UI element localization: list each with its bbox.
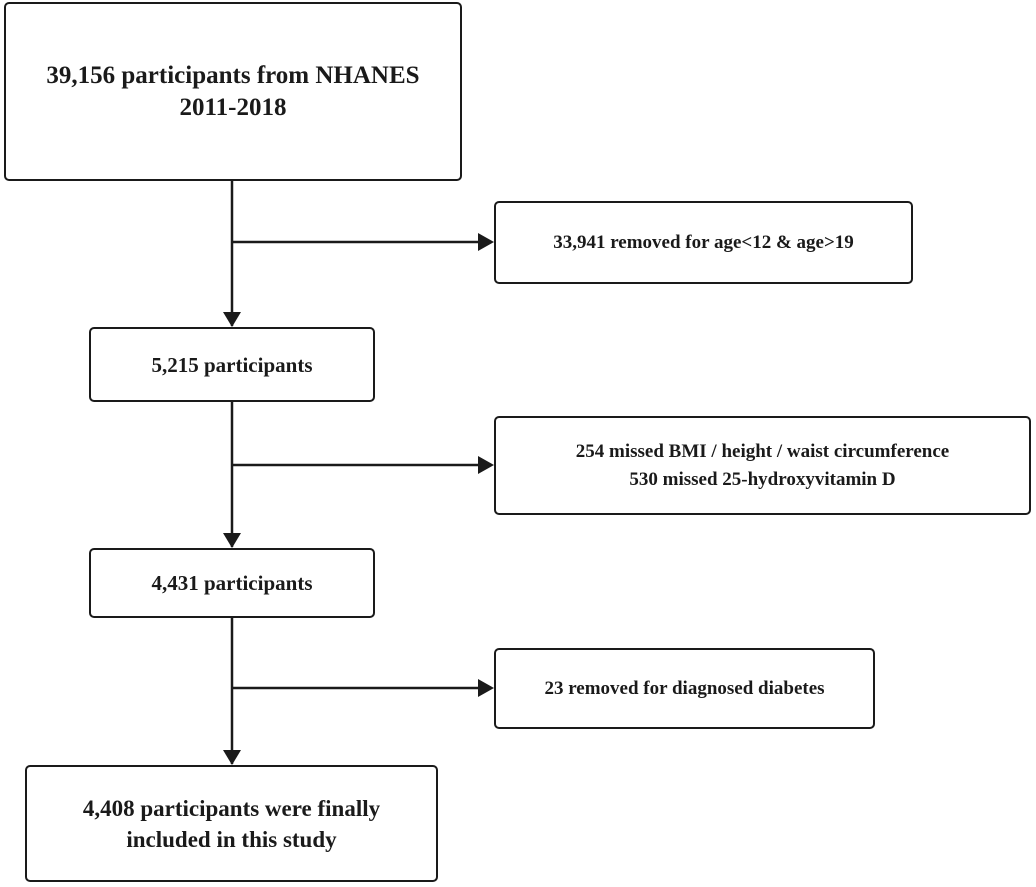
exclusion-box-missing-data: 254 missed BMI / height / waist circumfe… bbox=[494, 416, 1031, 515]
exclusion-box-diabetes: 23 removed for diagnosed diabetes bbox=[494, 648, 875, 729]
exclusion-box-age-text: 33,941 removed for age<12 & age>19 bbox=[553, 231, 854, 253]
participants-box-step2-text: 5,215 participants bbox=[151, 352, 313, 377]
final-box-line2: included in this study bbox=[126, 826, 337, 852]
final-box: 4,408 participants were finally included… bbox=[25, 765, 438, 882]
arrowhead-to-final bbox=[223, 750, 241, 765]
exclusion-box-missing-data-line1: 254 missed BMI / height / waist circumfe… bbox=[575, 440, 950, 462]
arrowhead-to-step2 bbox=[223, 312, 241, 327]
arrowhead-to-exclusion1 bbox=[478, 233, 494, 251]
participants-box-step3-text: 4,431 participants bbox=[151, 571, 313, 595]
exclusion-box-diabetes-text: 23 removed for diagnosed diabetes bbox=[544, 677, 825, 699]
exclusion-box-age: 33,941 removed for age<12 & age>19 bbox=[494, 201, 913, 284]
start-box: 39,156 participants from NHANES 2011-201… bbox=[4, 2, 462, 181]
arrowhead-to-step3 bbox=[223, 533, 241, 548]
final-box-line1: 4,408 participants were finally bbox=[82, 795, 381, 821]
arrowhead-to-exclusion3 bbox=[478, 679, 494, 697]
start-box-line1: 39,156 participants from NHANES bbox=[46, 61, 420, 89]
exclusion-box-missing-data-line2: 530 missed 25-hydroxyvitamin D bbox=[629, 468, 896, 490]
participants-box-step2: 5,215 participants bbox=[89, 327, 375, 402]
arrowhead-to-exclusion2 bbox=[478, 456, 494, 474]
start-box-line2: 2011-2018 bbox=[179, 93, 287, 121]
participants-box-step3: 4,431 participants bbox=[89, 548, 375, 618]
